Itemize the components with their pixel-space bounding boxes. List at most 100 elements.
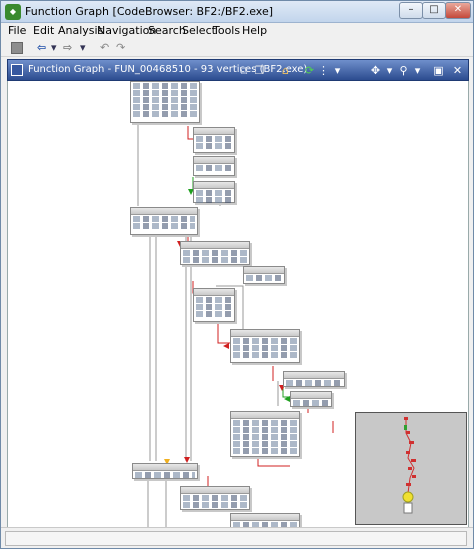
block-header [194, 157, 234, 164]
code-line [133, 83, 197, 89]
yellow-arrow-icon [164, 459, 170, 465]
menu-file[interactable]: File [8, 24, 27, 37]
forward-arrow-icon[interactable]: ⇨ [63, 41, 73, 54]
function-graph-canvas[interactable] [7, 81, 469, 527]
green-arrow-icon [284, 396, 290, 402]
code-line [196, 297, 232, 303]
code-block[interactable] [180, 486, 250, 510]
code-block[interactable] [130, 207, 198, 235]
code-line [233, 345, 297, 351]
edge-line [282, 386, 290, 398]
menu-search[interactable]: Search [148, 24, 186, 37]
maximize-button[interactable]: □ [422, 2, 446, 19]
copy-icon[interactable]: ⧉ [239, 64, 248, 77]
satellite-view[interactable] [355, 412, 467, 525]
code-line [135, 472, 195, 478]
code-block[interactable] [193, 127, 235, 153]
graph-panel-header[interactable]: Function Graph - FUN_00468510 - 93 verti… [7, 59, 469, 81]
code-block[interactable] [130, 81, 200, 123]
code-line [233, 434, 297, 440]
code-line [183, 495, 247, 501]
block-header [194, 128, 234, 135]
stop-icon[interactable] [11, 42, 23, 54]
navigate-dropdown-icon[interactable]: ▾ [386, 64, 393, 77]
code-block[interactable] [180, 241, 250, 265]
home-icon[interactable]: ⌂ [282, 64, 289, 77]
code-line [233, 352, 297, 358]
menu-help[interactable]: Help [242, 24, 268, 37]
satellite-node [409, 441, 414, 444]
snapshot-icon[interactable]: ▣ [433, 64, 444, 77]
code-line [133, 216, 195, 222]
menu-navigation[interactable]: Navigation [97, 24, 157, 37]
code-block[interactable] [243, 266, 285, 284]
satellite-current-location [402, 491, 414, 503]
code-block[interactable] [193, 288, 235, 322]
code-line [233, 420, 297, 426]
code-line [196, 304, 232, 310]
back-dropdown-icon[interactable]: ▾ [51, 41, 57, 54]
menu-bar: File Edit Analysis Navigation Search Sel… [1, 23, 473, 39]
block-header [284, 372, 344, 379]
code-line [196, 311, 232, 317]
code-block[interactable] [230, 329, 300, 363]
code-line [286, 380, 342, 386]
code-line [233, 522, 297, 527]
graph-panel-icon [11, 64, 23, 76]
edge-line [216, 285, 244, 333]
main-toolbar: ⇦ ▾ ⇨ ▾ ↶ ↷ [1, 39, 473, 57]
redo-icon[interactable]: ↷ [116, 41, 126, 54]
block-header [181, 242, 249, 249]
code-block[interactable] [290, 391, 332, 407]
zoom-dropdown-icon[interactable]: ▾ [414, 64, 421, 77]
satellite-node [406, 451, 410, 454]
forward-dropdown-icon[interactable]: ▾ [80, 41, 86, 54]
code-block[interactable] [283, 371, 345, 387]
paste-icon[interactable]: ❐ [254, 64, 265, 77]
code-line [133, 104, 197, 110]
navigate-icon[interactable]: ✥ [370, 64, 381, 77]
code-line [133, 111, 197, 117]
ghidra-app-icon: ◆ [5, 4, 21, 20]
menu-select[interactable]: Select [182, 24, 216, 37]
edge-line [217, 321, 230, 344]
close-panel-icon[interactable]: ✕ [452, 64, 463, 77]
satellite-viewport [403, 502, 413, 514]
block-header [194, 182, 234, 189]
code-line [196, 136, 232, 142]
code-line [196, 165, 232, 171]
code-line [183, 250, 247, 256]
menu-analysis[interactable]: Analysis [58, 24, 104, 37]
block-header [231, 514, 299, 521]
menu-edit[interactable]: Edit [33, 24, 55, 37]
code-block[interactable] [193, 181, 235, 203]
layout-dropdown-icon[interactable]: ▾ [334, 64, 341, 77]
block-header [181, 487, 249, 494]
code-line [133, 97, 197, 103]
code-line [196, 197, 232, 203]
code-line [233, 441, 297, 447]
code-block[interactable] [230, 411, 300, 457]
code-line [183, 502, 247, 508]
code-block[interactable] [132, 463, 198, 479]
window-title: Function Graph [CodeBrowser: BF2:/BF2.ex… [25, 5, 274, 18]
code-line [246, 275, 282, 281]
undo-icon[interactable]: ↶ [100, 41, 110, 54]
satellite-node [406, 431, 410, 434]
close-button[interactable]: ✕ [445, 2, 471, 19]
status-field [5, 531, 467, 546]
satellite-node [406, 483, 411, 486]
code-block[interactable] [193, 156, 235, 176]
code-block[interactable] [230, 513, 300, 527]
refresh-icon[interactable]: ⟳ [304, 64, 315, 77]
title-bar[interactable]: ◆ Function Graph [CodeBrowser: BF2:/BF2.… [1, 1, 473, 23]
minimize-button[interactable]: – [399, 2, 423, 19]
code-line [233, 338, 297, 344]
back-arrow-icon[interactable]: ⇦ [37, 41, 47, 54]
layout-icon[interactable]: ⋮ [318, 64, 329, 77]
menu-tools[interactable]: Tools [213, 24, 241, 37]
zoom-icon[interactable]: ⚲ [399, 64, 408, 77]
block-header [291, 392, 331, 399]
code-line [233, 448, 297, 454]
block-header [244, 267, 284, 274]
